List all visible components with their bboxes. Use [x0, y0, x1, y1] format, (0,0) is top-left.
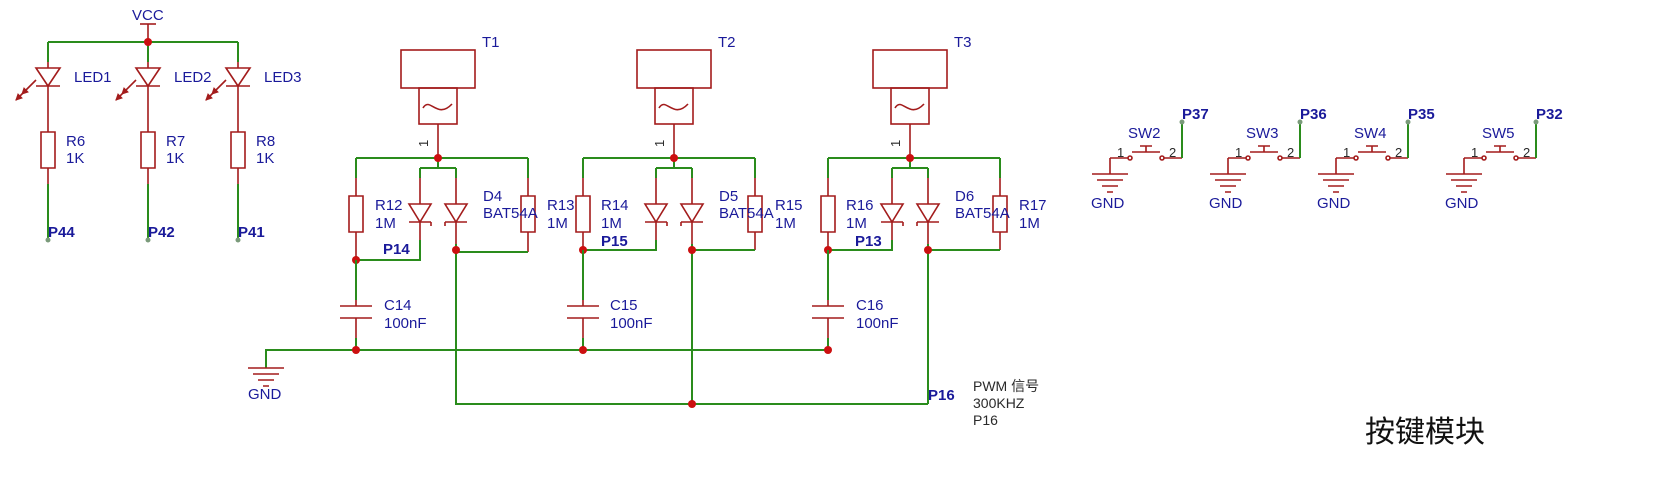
gnd-label: GND [1091, 195, 1125, 212]
pwm-net-label: P16 [928, 387, 955, 404]
switch-label: SW3 [1246, 125, 1279, 142]
touch-channel-2: 1 T2 R14 1M D5 BAT54A R15 1M P15 C15 100… [567, 34, 803, 354]
net-label: P37 [1182, 106, 1209, 123]
resistor-label: R17 [1019, 197, 1047, 214]
touch-channel-3: 1 T3 R16 1M D6 BAT54A R17 1M P13 C16 100… [812, 34, 1047, 354]
pwm-note-line2: 300KHZ [973, 395, 1025, 411]
capacitor-label: C15 [610, 297, 638, 314]
resistor-label: R8 [256, 133, 275, 150]
resistor-label: R14 [601, 197, 629, 214]
touch-pad-label: T2 [718, 34, 736, 51]
pin-number: 2 [1523, 145, 1530, 160]
net-label: P13 [855, 233, 882, 250]
net-label: P35 [1408, 106, 1435, 123]
net-label: P14 [383, 241, 410, 258]
resistor-label: R12 [375, 197, 403, 214]
resistor-value: 1M [775, 215, 796, 232]
pin-number: 2 [1287, 145, 1294, 160]
touch-pad-label: T3 [954, 34, 972, 51]
resistor-value: 1M [547, 215, 568, 232]
led-circuit-2: LED2 R7 1K P42 [115, 62, 212, 243]
module-title: 按键模块 [1365, 415, 1485, 450]
diode-label: D4 [483, 188, 502, 205]
switch-label: SW4 [1354, 125, 1387, 142]
led-label: LED2 [174, 69, 212, 86]
touch-pad-label: T1 [482, 34, 500, 51]
vcc-label: VCC [132, 7, 164, 24]
power-symbol-vcc: VCC [132, 7, 164, 40]
pin-number: 1 [416, 140, 431, 147]
capacitor-value: 100nF [856, 315, 899, 332]
gnd-label: GND [1317, 195, 1351, 212]
capacitor-label: C16 [856, 297, 884, 314]
resistor-label: R15 [775, 197, 803, 214]
junction [688, 400, 696, 408]
junction [144, 38, 152, 46]
net-label: P44 [48, 224, 75, 241]
diode-value: BAT54A [483, 205, 538, 222]
resistor-value: 1M [1019, 215, 1040, 232]
switch-circuit-3: SW4 1 2 P35 GND [1317, 106, 1435, 212]
diode-value: BAT54A [719, 205, 774, 222]
resistor-value: 1K [256, 150, 274, 167]
resistor-label: R6 [66, 133, 85, 150]
net-label: P42 [148, 224, 175, 241]
net-label: P36 [1300, 106, 1327, 123]
pin-number: 1 [1117, 145, 1124, 160]
resistor-label: R16 [846, 197, 874, 214]
switch-label: SW2 [1128, 125, 1161, 142]
resistor-value: 1M [846, 215, 867, 232]
led-label: LED1 [74, 69, 112, 86]
gnd-label: GND [1445, 195, 1479, 212]
ground-symbol: GND [248, 367, 284, 403]
resistor-value: 1K [166, 150, 184, 167]
capacitor-label: C14 [384, 297, 412, 314]
pin-number: 1 [1235, 145, 1242, 160]
touch-channel-1: 1 T1 R12 1M D4 BAT54A R13 1M P14 C14 100… [340, 34, 575, 354]
pin-number: 2 [1395, 145, 1402, 160]
resistor-value: 1K [66, 150, 84, 167]
led-label: LED3 [264, 69, 302, 86]
pwm-note-line3: P16 [973, 412, 998, 428]
diode-label: D5 [719, 188, 738, 205]
resistor-value: 1M [375, 215, 396, 232]
gnd-label: GND [1209, 195, 1243, 212]
net-label: P41 [238, 224, 265, 241]
pin-number: 1 [888, 140, 903, 147]
pin-number: 1 [652, 140, 667, 147]
pwm-note: P16 PWM 信号 300KHZ P16 [928, 378, 1039, 428]
pin-number: 1 [1343, 145, 1350, 160]
net-label: P15 [601, 233, 628, 250]
switch-circuit-2: SW3 1 2 P36 GND [1209, 106, 1327, 212]
capacitor-value: 100nF [384, 315, 427, 332]
capacitor-value: 100nF [610, 315, 653, 332]
switch-circuit-1: SW2 1 2 P37 GND [1091, 106, 1209, 212]
net-label: P32 [1536, 106, 1563, 123]
diode-value: BAT54A [955, 205, 1010, 222]
resistor-label: R7 [166, 133, 185, 150]
gnd-label: GND [248, 386, 282, 403]
pin-number: 1 [1471, 145, 1478, 160]
switch-label: SW5 [1482, 125, 1515, 142]
resistor-label: R13 [547, 197, 575, 214]
diode-label: D6 [955, 188, 974, 205]
led-circuit-3: LED3 R8 1K P41 [205, 62, 302, 243]
led-circuit-1: LED1 R6 1K P44 [15, 62, 112, 243]
switch-circuit-4: SW5 1 2 P32 GND [1445, 106, 1563, 212]
pwm-note-line1: PWM 信号 [973, 378, 1039, 394]
pin-number: 2 [1169, 145, 1176, 160]
resistor-value: 1M [601, 215, 622, 232]
